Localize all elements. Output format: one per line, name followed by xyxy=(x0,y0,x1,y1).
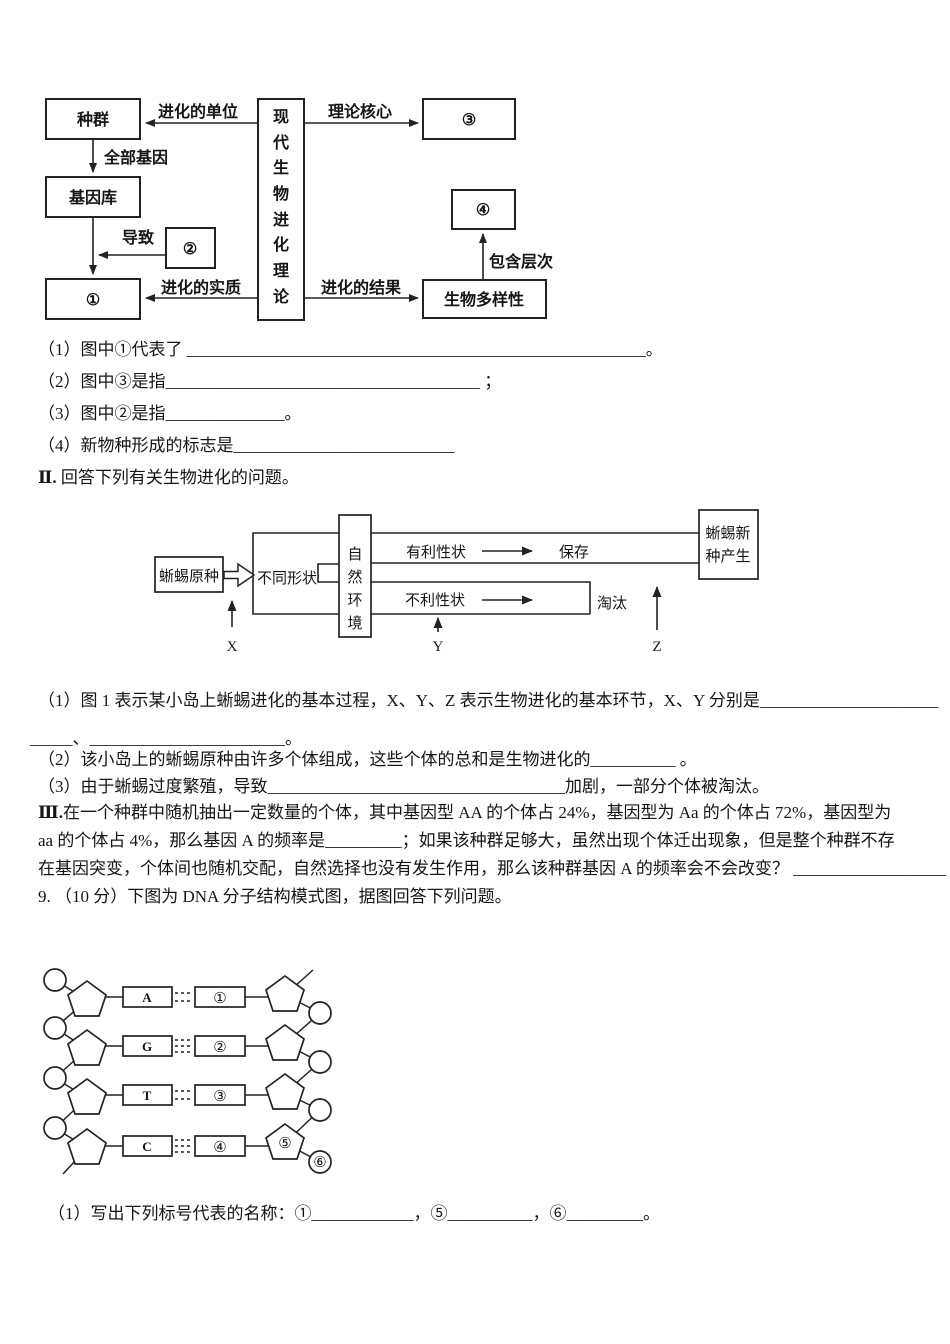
q-ii-1b-line: _____、_______________________。 xyxy=(30,729,302,748)
deoxyribose-pentagons-right xyxy=(264,974,306,1160)
q-ii-3-line: （3）由于蜥蜴过度繁殖，导致__________________________… xyxy=(38,777,769,796)
evolution-arrows xyxy=(89,119,487,302)
q8-3-line: （3）图中②是指______________。 xyxy=(38,404,302,423)
base-g-label: G xyxy=(142,1039,152,1054)
box-circle2 xyxy=(165,227,216,269)
base-2-label: ② xyxy=(213,1040,226,1056)
box-theory-center xyxy=(257,98,305,321)
preserved-label: 保存 xyxy=(559,544,589,561)
section2-numeral: Ⅱ. xyxy=(38,468,57,487)
q-iii-line1: Ⅲ.在一个种群中随机抽出一定数量的个体，其中基因型 AA 的个体占 24%，基因… xyxy=(38,803,892,822)
svg-text:现: 现 xyxy=(273,108,289,126)
q8-2-line: （2）图中③是指________________________________… xyxy=(38,372,502,391)
arrow-label-all-genes: 全部基因 xyxy=(103,148,168,167)
hydrogen-bond-dashes xyxy=(175,992,193,1153)
q-iii-line3: 在基因突变，个体间也随机交配，自然选择也没有发生作用，那么该种群基因 A 的频率… xyxy=(38,859,947,878)
open-arrow xyxy=(223,562,256,588)
pentose-5-label: ⑤ xyxy=(278,1136,291,1152)
svg-text:进: 进 xyxy=(273,211,289,229)
base-4-label: ④ xyxy=(213,1140,226,1156)
svg-text:理: 理 xyxy=(273,262,289,280)
phosphate-circles-right xyxy=(308,1001,332,1174)
svg-text:化: 化 xyxy=(273,235,289,254)
section2-header: Ⅱ. 回答下列有关生物进化的问题。 xyxy=(38,468,299,487)
q9-1-line: （1）写出下列标号代表的名称：①____________，⑤__________… xyxy=(48,1204,660,1223)
base-t-label: T xyxy=(143,1088,152,1103)
circle1-label: ① xyxy=(86,292,100,309)
arrow-label-levels: 包含层次 xyxy=(489,252,553,271)
svg-text:然: 然 xyxy=(347,569,362,586)
arrow-label-essence: 进化的实质 xyxy=(161,278,241,297)
box-gene-pool xyxy=(45,176,141,218)
deoxyribose-pentagons-left xyxy=(66,979,108,1165)
svg-text:论: 论 xyxy=(273,287,290,306)
phosphate-6-label: ⑥ xyxy=(313,1155,326,1171)
x-label: X xyxy=(227,639,238,655)
shapes-label: 不同形状 xyxy=(257,570,317,587)
arrow-label-cause: 导致 xyxy=(122,228,155,247)
arrow-label-unit: 进化的单位 xyxy=(158,102,238,121)
svg-text:物: 物 xyxy=(273,184,289,203)
svg-text:自: 自 xyxy=(347,546,362,563)
svg-text:代: 代 xyxy=(272,133,289,152)
flow-notch xyxy=(317,563,340,583)
new-species-line1: 蜥蜴新 xyxy=(705,525,750,542)
box-lizard-origin xyxy=(154,556,224,593)
box-circle3 xyxy=(422,98,516,140)
box-biodiversity xyxy=(422,279,547,319)
box-population xyxy=(45,98,141,140)
biodiversity-label: 生物多样性 xyxy=(444,290,524,309)
lizard-origin-label: 蜥蜴原种 xyxy=(159,568,219,585)
q-ii-1a-line: （1）图 1 表示某小岛上蜥蜴进化的基本过程，X、Y、Z 表示生物进化的基本环节… xyxy=(38,691,939,710)
z-label: Z xyxy=(652,639,661,655)
circle4-label: ④ xyxy=(476,202,490,219)
q9-stem-line: 9. （10 分）下图为 DNA 分子结构模式图，据图回答下列问题。 xyxy=(38,887,512,906)
gene-pool-label: 基因库 xyxy=(68,188,117,207)
lower-lane-line xyxy=(371,581,591,614)
section3-numeral: Ⅲ. xyxy=(38,803,63,822)
natural-env-vertical-text: 自 然 环 境 xyxy=(347,546,362,632)
unfavorable-label: 不利性状 xyxy=(405,592,465,609)
box-natural-env xyxy=(338,514,372,638)
circle2-label: ② xyxy=(183,241,197,258)
dna-structure-diagram: A G T C ① ② ③ ④ ⑤ ⑥ xyxy=(43,968,332,1175)
q-iii-line2: aa 的个体占 4%，那么基因 A 的频率是_________；如果该种群足够大… xyxy=(38,831,895,850)
flow-frame xyxy=(252,532,699,615)
base-3-label: ③ xyxy=(213,1089,226,1105)
base-1-label: ① xyxy=(213,991,226,1007)
base-boxes-left xyxy=(122,986,173,1157)
population-label: 种群 xyxy=(76,110,109,129)
svg-text:环: 环 xyxy=(347,593,362,609)
box-new-species xyxy=(698,509,759,580)
svg-text:境: 境 xyxy=(347,614,362,632)
svg-text:生: 生 xyxy=(273,158,289,177)
circle3-label: ③ xyxy=(462,112,476,129)
base-boxes-right xyxy=(194,986,246,1157)
favorable-label: 有利性状 xyxy=(406,544,466,561)
q-ii-2-line: （2）该小岛上的蜥蜴原种由许多个体组成，这些个体的总和是生物进化的_______… xyxy=(38,750,697,769)
q8-4-line: （4）新物种形成的标志是__________________________ xyxy=(38,436,455,455)
new-species-line2: 种产生 xyxy=(705,548,750,565)
phosphate-circles-left xyxy=(43,968,67,1140)
arrow-label-result: 进化的结果 xyxy=(321,278,401,297)
arrow-label-core: 理论核心 xyxy=(328,102,392,121)
base-a-label: A xyxy=(142,990,152,1005)
evolution-theory-diagram: 种群 基因库 ① ② ③ ④ 生物多样性 现 代 生 物 进 化 理 论 进化的… xyxy=(45,98,553,321)
y-label: Y xyxy=(433,639,444,655)
theory-center-vertical-text: 现 代 生 物 进 化 理 论 xyxy=(272,108,290,306)
lizard-selection-diagram: 蜥蜴原种 不同形状 自 然 环 境 有利性状 保存 不利性状 淘汰 蜥蜴新 种产… xyxy=(154,509,759,655)
q8-1-line: （1）图中①代表了 ______________________________… xyxy=(38,340,663,359)
box-circle1 xyxy=(45,278,141,320)
base-c-label: C xyxy=(142,1139,151,1154)
eliminated-label: 淘汰 xyxy=(597,595,627,612)
box-circle4 xyxy=(451,189,516,230)
